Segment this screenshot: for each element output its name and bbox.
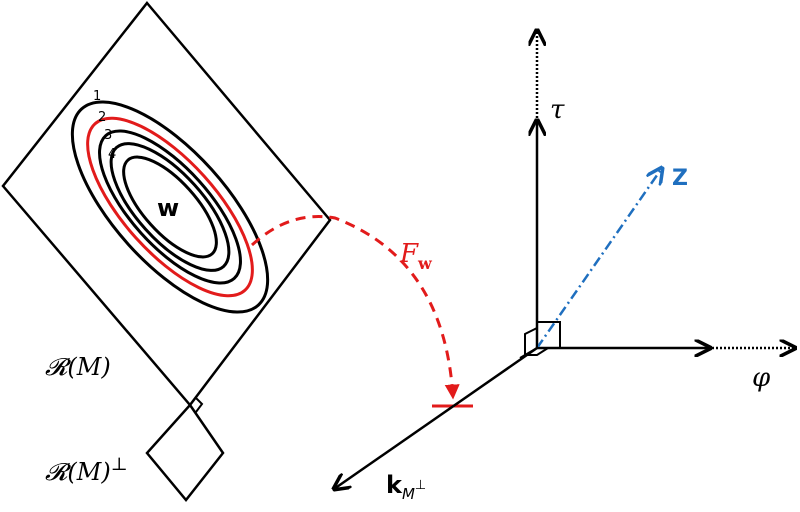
range-label: 𝓡(M) xyxy=(45,353,111,381)
contour-3 xyxy=(98,129,242,285)
range-perp-label: 𝓡(M)⊥ xyxy=(45,454,128,486)
contour-5 xyxy=(122,155,218,259)
contour-label-3: 3 xyxy=(104,128,112,143)
z-axis xyxy=(535,168,662,349)
phi-label: φ xyxy=(752,363,771,393)
contour-label-1: 1 xyxy=(93,89,101,104)
tau-label: τ xyxy=(550,95,565,125)
right-angle-mark xyxy=(194,396,204,413)
k-label: kM⊥ xyxy=(386,471,426,503)
contour-2 xyxy=(86,116,254,298)
z-label: Z xyxy=(672,166,688,191)
range-perp-plane xyxy=(145,402,225,502)
contour-label-4: 4 xyxy=(108,147,116,162)
contour-1 xyxy=(70,100,270,314)
origin-cube-icon xyxy=(519,321,561,359)
k-axis xyxy=(334,346,538,489)
map-label: Fw xyxy=(399,239,433,273)
mapping-arc xyxy=(250,215,460,400)
contour-ellipses xyxy=(70,100,270,314)
contour-label-2: 2 xyxy=(98,110,106,125)
contour-4 xyxy=(109,142,231,272)
center-label-w: w xyxy=(157,194,179,222)
